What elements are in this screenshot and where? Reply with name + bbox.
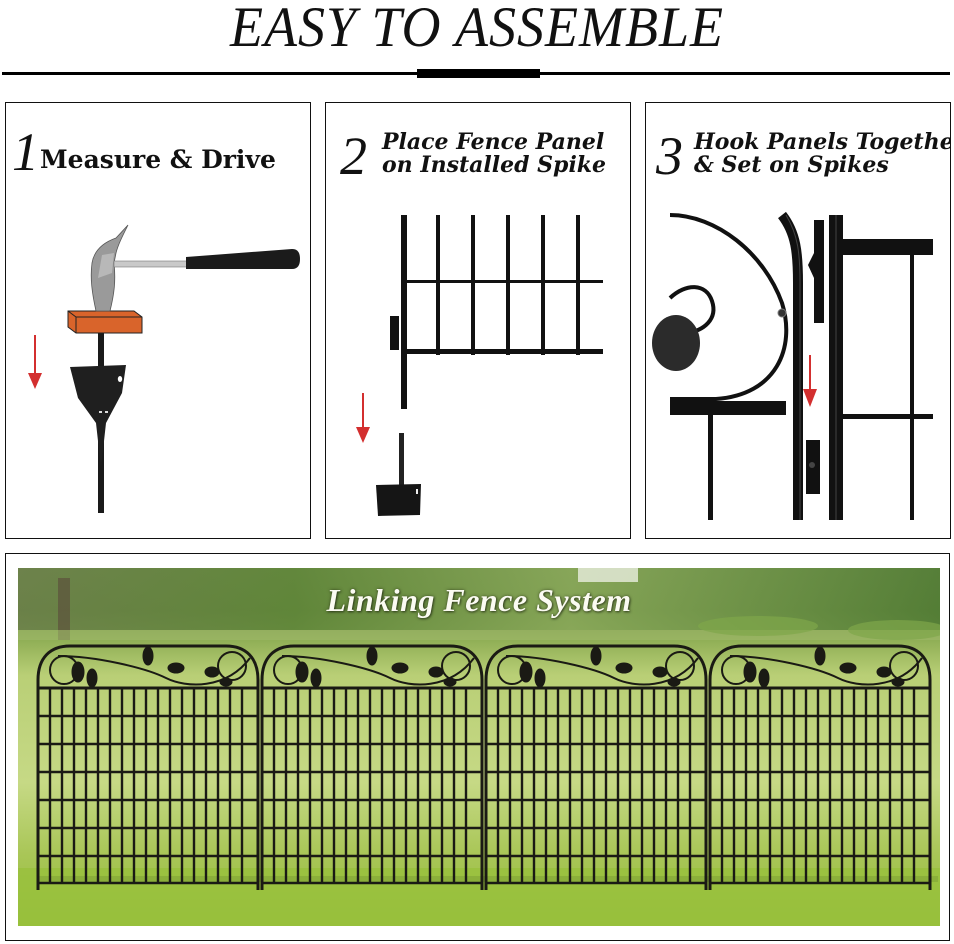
step-2-label-line-1: Place Fence Panel	[382, 129, 605, 155]
fence-photo: Linking Fence System	[18, 568, 940, 926]
hammer-driving-spike-icon	[28, 224, 300, 513]
title-divider-accent	[417, 69, 540, 78]
step-1-label: Measure & Drive	[40, 145, 276, 174]
step-1-number: 1	[12, 122, 39, 182]
fence-panel-on-spike-icon	[356, 215, 603, 516]
showcase-caption: Linking Fence System	[326, 582, 632, 618]
step-3-label-line-1: Hook Panels Together	[694, 129, 951, 155]
step-3-number: 3	[656, 126, 683, 186]
step-1-card: 1 Measure & Drive	[5, 102, 311, 539]
step-2-number: 2	[340, 126, 367, 186]
step-2-label-line-2: on Installed Spike	[382, 152, 607, 178]
panel-hook-closeup-icon	[652, 211, 933, 520]
step-2-card: 2 Place Fence Panel on Installed Spike	[325, 102, 631, 539]
step-3-card: 3 Hook Panels Together & Set on Spikes	[645, 102, 951, 539]
step-3-label-line-2: & Set on Spikes	[694, 152, 889, 178]
linked-fence-panels-illustration	[18, 568, 940, 926]
linking-fence-showcase: Linking Fence System	[5, 553, 950, 941]
page-title: EASY TO ASSEMBLE	[229, 0, 725, 59]
